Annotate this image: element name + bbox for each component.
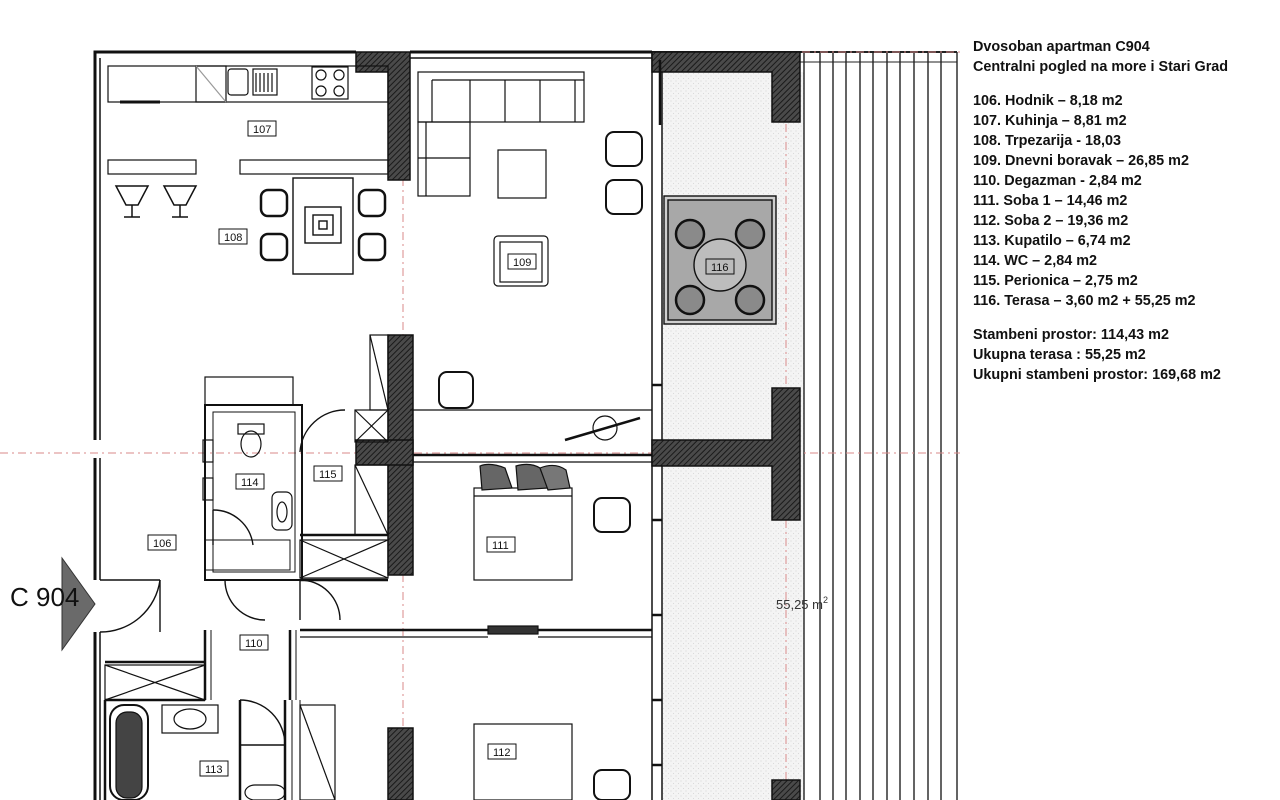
room-tags: 107 108 109 116 114 115 106 111 110 112 … [147, 120, 735, 777]
kitchen-counter [107, 65, 389, 175]
outer-walls [93, 50, 663, 800]
room-tag-111: 111 [492, 540, 509, 552]
room-tag-114: 114 [241, 477, 259, 489]
bed-room-112 [473, 625, 631, 800]
interior-walls [103, 60, 662, 800]
dining-table [259, 177, 387, 275]
legend-room: 107. Kuhinja – 8,81 m2 [973, 113, 1127, 129]
legend-room: 108. Trpezarija - 18,03 [973, 133, 1121, 149]
room-tag-113: 113 [205, 764, 223, 776]
axis-lines [0, 51, 960, 800]
entrance-arrow [61, 556, 96, 652]
built-in-units [104, 334, 389, 800]
terrace-railing [652, 51, 958, 800]
legend-room: 115. Perionica – 2,75 m2 [973, 273, 1138, 289]
legend-room: 112. Soba 2 – 19,36 m2 [973, 213, 1129, 229]
bed-room-111 [473, 463, 631, 581]
living-furniture [417, 71, 643, 442]
room-tag-108: 108 [224, 232, 242, 244]
bar-stools [114, 185, 198, 218]
room-tag-106: 106 [153, 538, 171, 550]
terrace-area-label: 55,25 m2 [776, 595, 828, 612]
legend-room: 106. Hodnik – 8,18 m2 [973, 93, 1123, 109]
legend-title: Dvosoban apartman C904 [973, 39, 1150, 55]
room-tag-107: 107 [253, 124, 271, 136]
entrance-label: C 904 [10, 582, 79, 612]
legend-subtitle: Centralni pogled na more i Stari Grad [973, 59, 1229, 75]
sanitary-fixtures [109, 423, 293, 800]
room-tag-110: 110 [245, 638, 263, 650]
legend-total: Ukupna terasa : 55,25 m2 [973, 347, 1146, 363]
legend-room: 110. Degazman - 2,84 m2 [973, 173, 1142, 189]
terrace-dining-set [663, 195, 777, 325]
room-tag-109: 109 [513, 257, 531, 269]
room-tag-115: 115 [319, 469, 337, 481]
legend-room: 111. Soba 1 – 14,46 m2 [973, 193, 1128, 209]
structural-walls [355, 51, 801, 800]
room-tag-116: 116 [711, 262, 729, 274]
legend-room: 109. Dnevni boravak – 26,85 m2 [973, 153, 1189, 169]
doors [99, 409, 346, 746]
room-legend: Dvosoban apartman C904 Centralni pogled … [973, 37, 1273, 385]
floor-plan: C 904 107 108 109 116 114 115 106 111 11… [0, 50, 960, 800]
room-tag-112: 112 [493, 747, 511, 759]
legend-room: 113. Kupatilo – 6,74 m2 [973, 233, 1131, 249]
legend-total: Ukupni stambeni prostor: 169,68 m2 [973, 367, 1221, 383]
legend-room: 116. Terasa – 3,60 m2 + 55,25 m2 [973, 293, 1196, 309]
legend-total: Stambeni prostor: 114,43 m2 [973, 327, 1169, 343]
legend-room: 114. WC – 2,84 m2 [973, 253, 1097, 269]
